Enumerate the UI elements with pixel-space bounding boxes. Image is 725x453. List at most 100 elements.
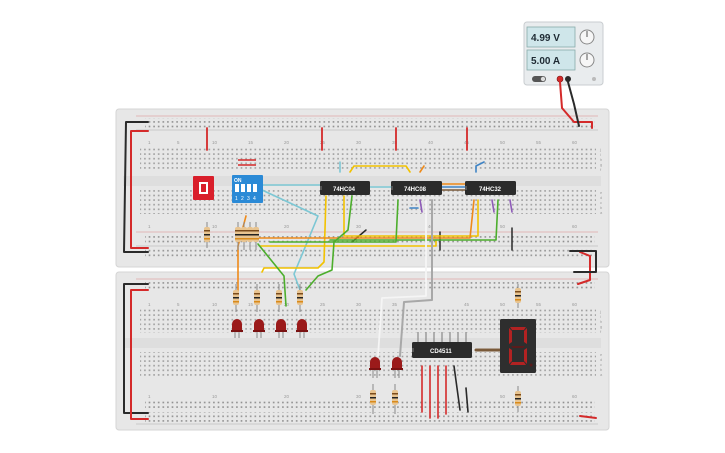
led <box>275 319 287 338</box>
segment-f <box>509 328 512 344</box>
leds[interactable] <box>231 319 403 378</box>
resistor <box>297 284 303 312</box>
col-num: 55 <box>536 302 542 307</box>
row-letter: j <box>599 147 601 152</box>
col-num: 50 <box>500 224 506 229</box>
green-wire <box>329 199 499 241</box>
segment-e <box>509 348 512 364</box>
dip-on-label: ON <box>234 178 242 184</box>
yellow-wire <box>261 195 327 273</box>
right-vcc-jumper <box>577 251 591 285</box>
right-gnd-jumper <box>569 250 597 273</box>
col-num: 10 <box>212 140 218 145</box>
col-num: 50 <box>500 302 506 307</box>
col-num: 35 <box>392 140 398 145</box>
purple-wire <box>509 199 513 213</box>
row-letter: i <box>600 314 601 319</box>
segment-dp <box>529 363 533 367</box>
col-num: 60 <box>572 302 578 307</box>
col-num: 20 <box>284 302 290 307</box>
row-letter: b <box>600 205 603 210</box>
col-num: 10 <box>212 224 218 229</box>
col-num: 25 <box>320 302 326 307</box>
chip-cd4511[interactable]: CD4511 <box>412 332 472 358</box>
cyan-wire <box>261 189 319 291</box>
resistor <box>515 386 521 412</box>
orange-wire <box>419 165 425 173</box>
green-wire <box>305 195 353 291</box>
segment-b <box>524 328 527 344</box>
col-num: 30 <box>356 302 362 307</box>
row-letter: f <box>600 167 602 172</box>
row-letter: d <box>600 195 602 200</box>
col-num: 20 <box>284 140 290 145</box>
yellow-wire <box>349 165 411 173</box>
dip-num: 1 <box>235 196 238 202</box>
row-letter: h <box>600 319 602 324</box>
col-num: 30 <box>356 224 362 229</box>
col-num: 60 <box>572 224 578 229</box>
resistor <box>515 284 521 308</box>
purple-wire <box>419 199 423 213</box>
resistor <box>204 222 210 248</box>
resistors[interactable] <box>204 222 521 414</box>
col-num: 1 <box>148 394 151 399</box>
resistor <box>247 222 253 250</box>
psu-positive-wire <box>559 81 593 129</box>
row-letter: a <box>600 210 603 215</box>
resistor <box>233 284 239 312</box>
yellow-wire <box>343 195 479 237</box>
orange-wire <box>253 199 475 239</box>
right-vcc-jumper-bottom <box>579 415 597 419</box>
row-letter: b <box>600 367 603 372</box>
segment-a <box>510 327 526 330</box>
col-num: 40 <box>428 140 434 145</box>
col-num: 10 <box>212 394 218 399</box>
col-num: 10 <box>212 302 218 307</box>
chip-74hc04[interactable]: 74HC04 <box>320 181 370 195</box>
col-num: 60 <box>572 140 578 145</box>
col-num: 15 <box>248 140 254 145</box>
resistor <box>392 384 398 414</box>
blue-wire <box>475 161 485 173</box>
row-letter: g <box>600 324 602 329</box>
segment-c <box>524 348 527 364</box>
led <box>369 357 381 378</box>
led <box>296 319 308 338</box>
col-num: 50 <box>500 394 506 399</box>
row-letter: f <box>600 329 602 334</box>
col-num: 50 <box>500 140 506 145</box>
left-vcc-jumper-top <box>130 130 149 249</box>
col-num: 1 <box>148 140 151 145</box>
current-display <box>526 49 576 71</box>
row-letter: i <box>600 152 601 157</box>
col-num: 30 <box>356 140 362 145</box>
dip-switch[interactable]: ON 1 2 3 4 <box>232 159 263 203</box>
purple-wire <box>491 199 495 213</box>
left-gnd-jumper-bottom <box>123 283 149 414</box>
dip-num: 2 <box>241 196 244 202</box>
green-wire <box>257 243 287 307</box>
chip-label: CD4511 <box>430 349 452 355</box>
col-num: 15 <box>248 302 254 307</box>
power-supply[interactable]: 4.99 V 5.00 A <box>523 21 604 86</box>
led <box>253 319 265 338</box>
push-button[interactable] <box>193 176 214 200</box>
resistor <box>254 284 260 312</box>
segment-d <box>510 362 526 365</box>
psu-negative-wire <box>567 81 580 127</box>
negative-terminal[interactable] <box>565 76 571 82</box>
col-num: 20 <box>284 224 290 229</box>
col-num: 1 <box>148 302 151 307</box>
chip-74hc32[interactable]: 74HC32 <box>465 181 516 195</box>
col-num: 20 <box>284 394 290 399</box>
left-gnd-jumper-top <box>123 121 149 253</box>
current-readout: 5.00 A <box>531 56 560 67</box>
segment-g <box>511 346 525 348</box>
resistor <box>370 384 376 414</box>
seven-segment-display[interactable]: 0 <box>500 319 536 373</box>
chip-74hc08[interactable]: 74HC08 <box>391 181 442 195</box>
row-letter: d <box>600 357 602 362</box>
signal-wires[interactable] <box>237 161 513 419</box>
yellow-wire <box>259 239 437 247</box>
